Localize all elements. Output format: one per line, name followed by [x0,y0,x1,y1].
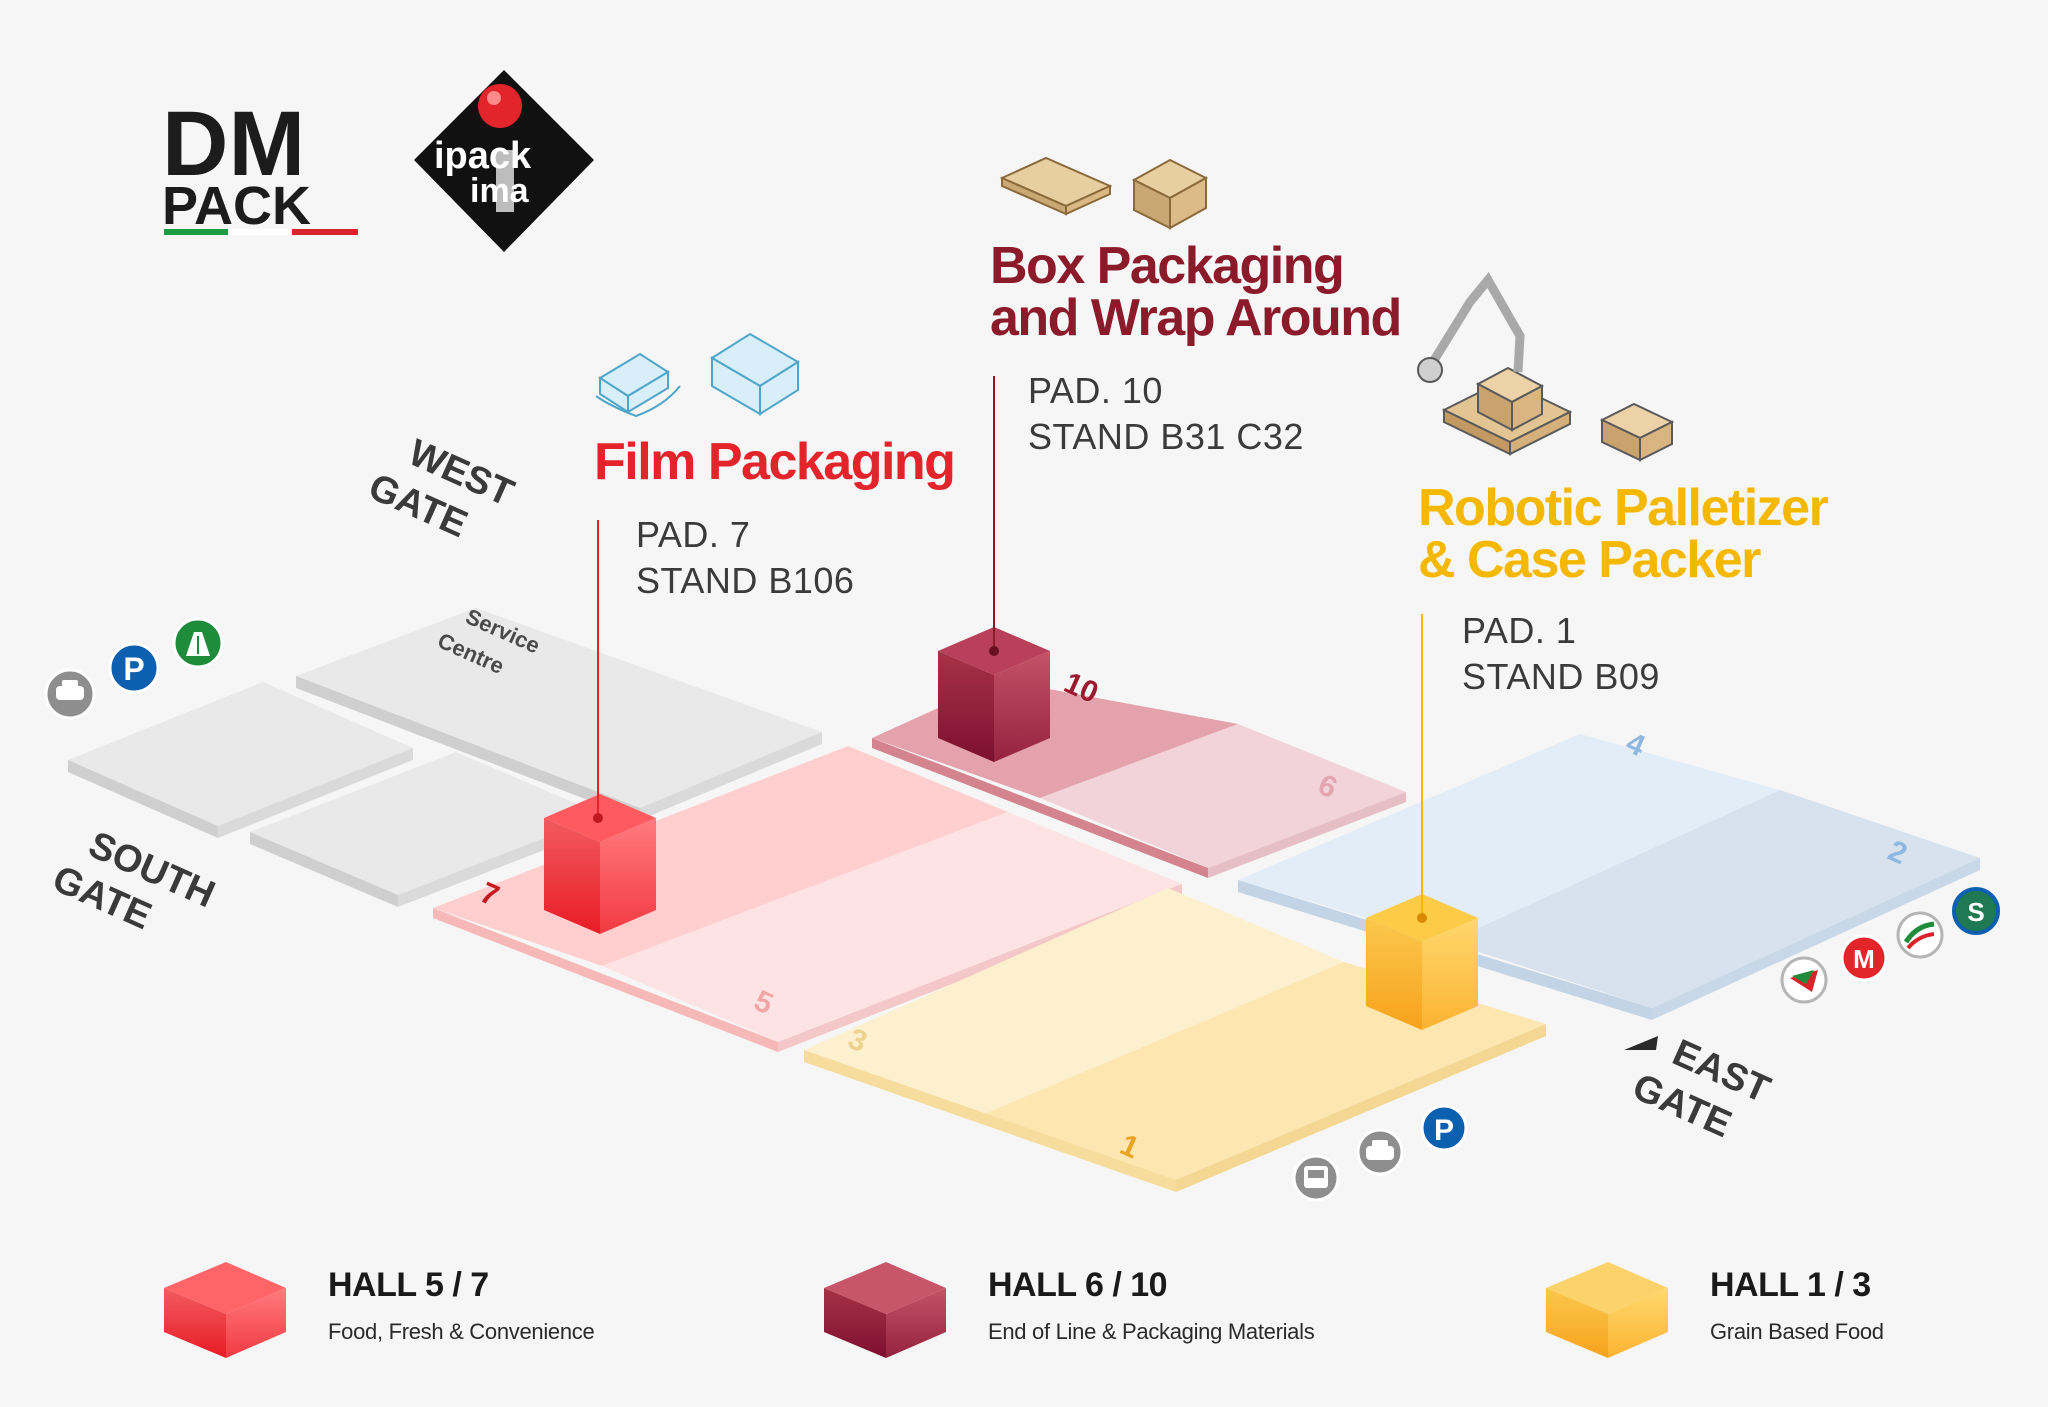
legend-hall-5-7-title: HALL 5 / 7 [328,1266,489,1304]
parking-icon-west: P [108,642,160,694]
motorway-icon-west [172,617,224,669]
service-centre-block [296,608,822,808]
film-packaging-title: Film Packaging [594,433,956,491]
box-packaging-stand: STAND B31 C32 [1028,416,1304,457]
parking-icon-south: P [1420,1104,1468,1152]
legend-cube-hall-1-3 [1546,1262,1668,1358]
robotic-palletizer-title-line1: Robotic Palletizer [1418,479,1829,537]
taxi-icon-west [44,668,96,720]
box-packaging-callout: Box Packaging and Wrap Around [990,237,1402,347]
hall-6-10 [872,680,1406,878]
robotic-palletizer-pad: PAD. 1 [1462,610,1577,651]
robotic-palletizer-illustration [1417,272,1675,462]
robotic-palletizer-location: PAD. 1 STAND B09 [1462,608,1660,700]
legend-hall-6-10-title: HALL 6 / 10 [988,1266,1168,1304]
legend-hall-6-10: HALL 6 / 10 End of Line & Packaging Mate… [988,1266,1315,1345]
legend-hall-1-3: HALL 1 / 3 Grain Based Food [1710,1266,1884,1345]
east-gate-arrow-icon [1624,1036,1658,1050]
robotic-palletizer-title-line2: & Case Packer [1418,531,1761,589]
taxi-icon-south [1356,1128,1404,1176]
svg-text:ipack: ipack [434,135,532,177]
hall-7-marker-cube [544,794,656,934]
grey-hall-blocks [68,608,822,907]
box-packaging-location: PAD. 10 STAND B31 C32 [1028,368,1304,460]
svg-text:ima: ima [470,172,530,210]
dm-pack-logo: DM PACK [162,93,358,236]
svg-text:DM: DM [162,93,305,195]
bus-icon-south [1292,1154,1340,1202]
ipack-ima-logo: ipack ima [414,70,594,252]
svg-text:M: M [1853,944,1875,974]
robotic-palletizer-stand: STAND B09 [1462,656,1660,697]
box-packaging-pad: PAD. 10 [1028,370,1163,411]
box-packaging-illustration [999,156,1209,230]
box-packaging-title-line1: Box Packaging [990,237,1345,295]
legend-hall-6-10-desc: End of Line & Packaging Materials [988,1319,1315,1344]
metro-icon-east: M [1840,934,1888,982]
svg-text:S: S [1967,897,1984,927]
suburban-rail-icon-east: S [1952,887,2000,935]
svg-text:P: P [123,651,144,687]
svg-text:PACK: PACK [162,176,311,236]
svg-text:P: P [1434,1114,1454,1147]
robotic-palletizer-callout: Robotic Palletizer & Case Packer [1418,479,1829,589]
legend-hall-5-7-desc: Food, Fresh & Convenience [328,1319,595,1344]
box-packaging-title-line2: and Wrap Around [990,289,1402,347]
trenord-icon-east [1780,956,1828,1004]
film-packaging-illustration [595,332,800,418]
legend-hall-1-3-title: HALL 1 / 3 [1710,1266,1871,1304]
legend-hall-5-7: HALL 5 / 7 Food, Fresh & Convenience [328,1266,595,1345]
legend-cube-hall-5-7 [164,1262,286,1358]
hall-1-marker-cube [1366,894,1478,1030]
film-packaging-callout: Film Packaging [594,433,956,491]
legend-hall-1-3-desc: Grain Based Food [1710,1319,1884,1344]
film-packaging-pad: PAD. 7 [636,514,751,555]
film-packaging-location: PAD. 7 STAND B106 [636,512,854,604]
legend-cube-hall-6-10 [824,1262,946,1358]
film-packaging-stand: STAND B106 [636,560,855,601]
trenitalia-icon-east [1896,911,1944,959]
